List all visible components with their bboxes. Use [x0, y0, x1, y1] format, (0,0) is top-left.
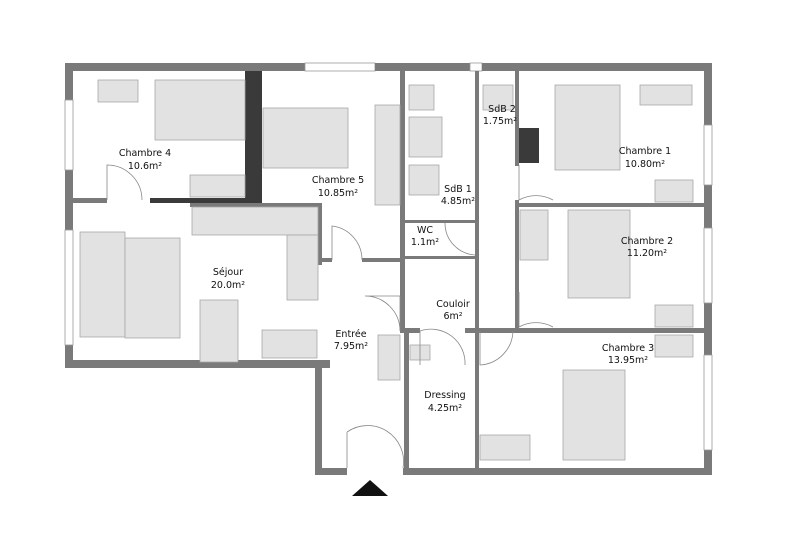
room-name: Entrée	[335, 329, 366, 340]
room-name: Chambre 1	[619, 146, 671, 157]
room-name: SdB 1	[444, 184, 472, 195]
room-name: Chambre 4	[119, 148, 171, 159]
interior-walls	[72, 71, 704, 468]
room-labels: Chambre 4 10.6m² Chambre 5 10.85m² SdB 1…	[119, 104, 673, 414]
room-name: SdB 2	[488, 104, 516, 115]
room-name: Chambre 3	[602, 343, 654, 354]
exterior-walls	[64, 62, 713, 475]
room-name: WC	[417, 225, 433, 236]
room-name: Chambre 2	[621, 236, 673, 247]
room-name: Chambre 5	[312, 175, 364, 186]
room-area: 13.95m²	[608, 355, 648, 366]
room-area: 11.20m²	[627, 248, 667, 259]
room-area: 1.1m²	[411, 237, 439, 248]
room-name: Séjour	[213, 267, 243, 278]
room-area: 10.80m²	[625, 159, 665, 170]
room-area: 4.25m²	[428, 403, 462, 414]
room-area: 1.75m²	[483, 116, 517, 127]
entrance-triangle	[352, 480, 388, 496]
room-area: 7.95m²	[334, 341, 368, 352]
room-name: Couloir	[436, 299, 470, 310]
room-area: 6m²	[443, 311, 462, 322]
room-area: 20.0m²	[211, 280, 245, 291]
room-name: Dressing	[424, 390, 465, 401]
furniture	[79, 79, 694, 461]
room-area: 10.6m²	[128, 161, 162, 172]
room-area: 10.85m²	[318, 188, 358, 199]
room-area: 4.85m²	[441, 196, 475, 207]
doors	[106, 164, 554, 469]
